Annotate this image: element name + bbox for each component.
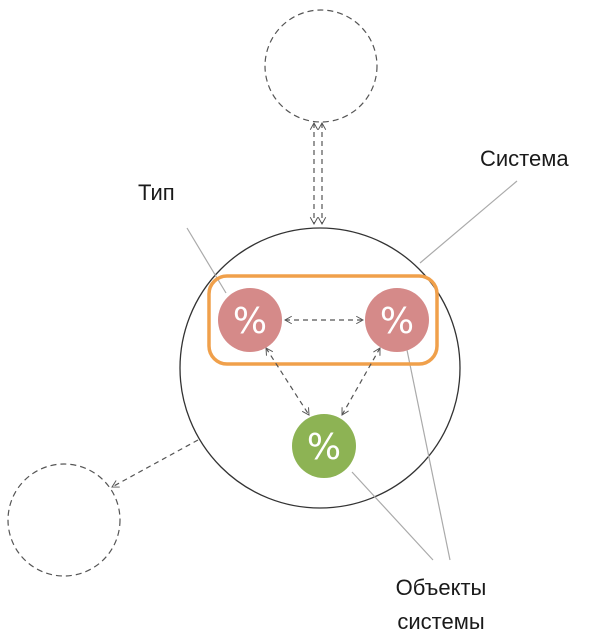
connector-right-to-other: [341, 347, 381, 416]
external-system-top: [264, 9, 378, 123]
type-group: [207, 274, 439, 366]
label-objects-line2: системы: [397, 609, 484, 634]
other-object: [292, 414, 356, 478]
external-system-bottom-left: [7, 463, 121, 577]
label-type: Тип: [138, 180, 175, 205]
type-object-right-label: %: [380, 301, 414, 342]
type-object-left: [218, 288, 282, 352]
leader-line-objects-b: [351, 471, 434, 561]
type-object-right: [365, 288, 429, 352]
other-object-label: %: [307, 427, 341, 468]
type-object-left-label: %: [233, 301, 267, 342]
leader-line-type: [186, 227, 227, 294]
system-circle: [179, 227, 461, 509]
label-objects-line1: Объекты: [396, 575, 487, 600]
label-system: Система: [480, 146, 569, 171]
connector-bottom-left: [111, 439, 199, 488]
leader-line-objects-a: [406, 349, 451, 561]
connector-left-to-other: [265, 347, 310, 416]
leader-line-system: [419, 180, 518, 264]
